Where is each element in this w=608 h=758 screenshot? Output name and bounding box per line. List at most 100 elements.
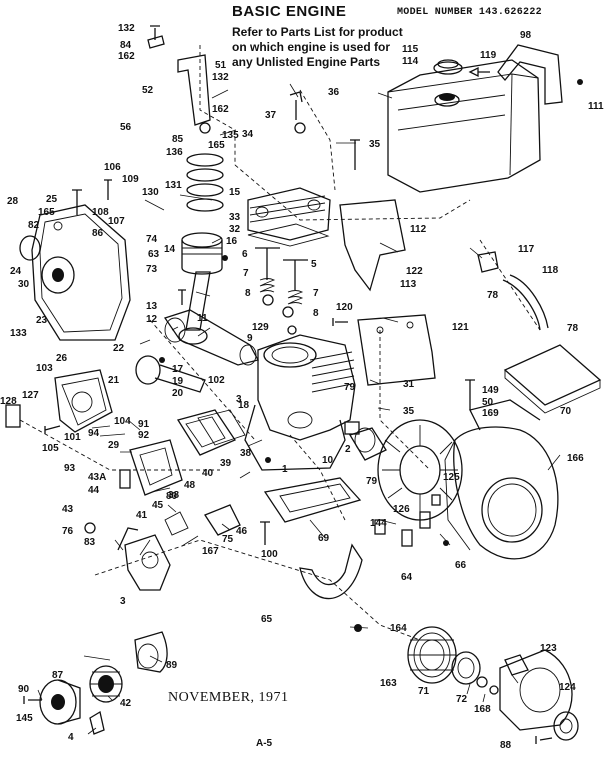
page-number: A-5 xyxy=(256,738,273,749)
part-label: 165 xyxy=(38,207,55,218)
part-label: 30 xyxy=(18,279,30,290)
part-label: 78 xyxy=(567,323,579,334)
part-label: 38 xyxy=(240,448,252,459)
part-label: 78 xyxy=(487,290,499,301)
part-label: 111 xyxy=(588,101,604,112)
part-label: 126 xyxy=(393,504,410,515)
flywheel xyxy=(349,419,463,521)
part-label: 37 xyxy=(265,110,277,121)
part-label: 123 xyxy=(540,643,557,654)
air-filter-element xyxy=(89,665,123,703)
part-label: 86 xyxy=(92,228,104,239)
part-label: 135 xyxy=(222,130,239,141)
carburetor-mount xyxy=(129,439,183,496)
gasket-39 xyxy=(197,409,246,446)
part-label: 17 xyxy=(172,364,184,375)
part-label: 132 xyxy=(118,23,135,34)
part-label: 15 xyxy=(229,187,241,198)
assembly-dashed-lines xyxy=(19,45,541,641)
part-label: 72 xyxy=(456,694,468,705)
blower-housing xyxy=(444,399,559,560)
part-label: 50 xyxy=(482,397,494,408)
part-label: 21 xyxy=(108,375,120,386)
small-parts-blocks xyxy=(5,122,449,547)
shroud-121 xyxy=(357,314,436,386)
part-label: 105 xyxy=(42,443,59,454)
part-label: 145 xyxy=(16,713,33,724)
part-label: 75 xyxy=(222,534,234,545)
part-label: 43A xyxy=(88,472,106,483)
part-label: 128 xyxy=(0,396,17,407)
part-label: 32 xyxy=(229,224,241,235)
part-label: 104 xyxy=(114,416,131,427)
part-label: 36 xyxy=(328,87,340,98)
part-label: 103 xyxy=(36,363,53,374)
part-label: 9 xyxy=(247,333,253,344)
part-label: 80 xyxy=(166,491,178,502)
note-line-3: any Unlisted Engine Parts xyxy=(232,55,381,69)
part-label: 63 xyxy=(148,249,160,260)
part-label: 45 xyxy=(152,500,164,511)
part-label: 51 xyxy=(215,60,227,71)
part-label: 11 xyxy=(197,313,208,324)
deflector xyxy=(299,543,363,600)
part-label: 88 xyxy=(500,740,512,751)
part-label: 44 xyxy=(88,485,100,496)
part-label: 130 xyxy=(142,187,159,198)
part-label: 108 xyxy=(92,207,109,218)
model-number: MODEL NUMBER 143.626222 xyxy=(397,7,542,18)
part-label: 34 xyxy=(242,129,254,140)
air-filter-cup xyxy=(39,679,81,725)
valves xyxy=(255,247,308,290)
air-cleaner-body xyxy=(54,369,113,433)
part-label: 124 xyxy=(559,682,576,693)
part-label: 4 xyxy=(68,732,74,743)
part-label: 169 xyxy=(482,408,499,419)
leader-lines xyxy=(37,83,561,735)
part-label: 166 xyxy=(567,453,584,464)
part-label: 162 xyxy=(118,51,135,62)
part-label: 42 xyxy=(120,698,132,709)
part-label: 115 xyxy=(402,44,419,55)
part-label: 83 xyxy=(84,537,96,548)
part-label: 119 xyxy=(480,50,497,61)
part-label: 114 xyxy=(402,56,419,67)
part-label: 52 xyxy=(142,85,154,96)
part-label: 13 xyxy=(146,301,158,312)
part-label: 85 xyxy=(172,134,184,145)
part-label: 65 xyxy=(261,614,273,625)
part-label: 64 xyxy=(401,572,413,583)
misc-screws xyxy=(23,25,553,744)
part-label: 8 xyxy=(245,288,251,299)
part-label: 35 xyxy=(403,406,415,417)
part-label: 118 xyxy=(542,265,559,276)
part-label: 120 xyxy=(336,302,353,313)
part-label: 79 xyxy=(366,476,378,487)
part-label: 33 xyxy=(229,212,241,223)
part-label: 144 xyxy=(370,518,387,529)
part-label: 163 xyxy=(380,678,397,689)
valve-springs xyxy=(259,278,304,305)
part-label: 41 xyxy=(136,510,148,521)
part-label: 71 xyxy=(418,686,430,697)
part-label: 3 xyxy=(120,596,126,607)
part-label: 6 xyxy=(242,249,248,260)
carburetor xyxy=(117,527,171,591)
tank-bracket xyxy=(497,44,563,105)
part-label: 69 xyxy=(318,533,330,544)
part-label: 165 xyxy=(208,140,225,151)
part-label: 8 xyxy=(313,308,319,319)
part-label: 102 xyxy=(208,375,225,386)
part-label: 76 xyxy=(62,526,74,537)
part-label: 164 xyxy=(390,623,407,634)
part-label: 93 xyxy=(64,463,76,474)
part-label: 90 xyxy=(18,684,30,695)
reed-plate xyxy=(176,409,236,456)
part-label: 107 xyxy=(108,216,125,227)
part-label: 29 xyxy=(108,440,120,451)
part-label: 121 xyxy=(452,322,469,333)
part-label: 79 xyxy=(344,382,356,393)
part-label: 100 xyxy=(261,549,278,560)
part-label: 25 xyxy=(46,194,58,205)
part-label: 84 xyxy=(120,40,132,51)
